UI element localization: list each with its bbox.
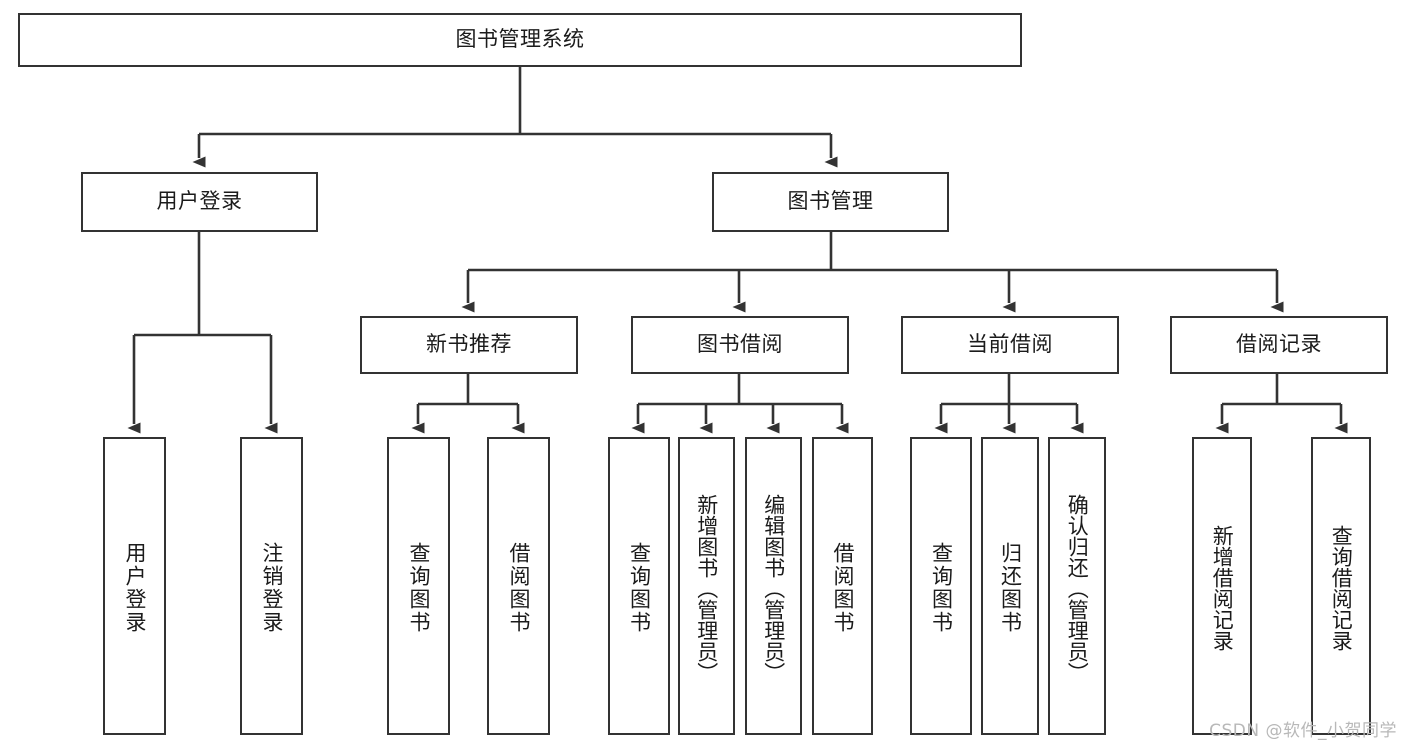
node-user-login-label: 用户登录 (156, 189, 243, 214)
node-root[interactable]: 图书管理系统 (18, 13, 1022, 67)
node-leaf-user-login[interactable]: 用户登录 (103, 437, 166, 735)
node-leaf-user-login-label: 用户登录 (123, 542, 147, 634)
node-leaf-query-book-bb-label: 查询图书 (627, 542, 652, 634)
node-borrow-record-label: 借阅记录 (1236, 332, 1322, 357)
node-borrow-record[interactable]: 借阅记录 (1170, 316, 1388, 374)
node-book-borrow[interactable]: 图书借阅 (631, 316, 849, 374)
node-book-borrow-label: 图书借阅 (697, 332, 783, 357)
node-leaf-add-book[interactable]: 新增图书（管理员） (678, 437, 735, 735)
node-leaf-confirm-return-label: 确认归还（管理员） (1065, 493, 1090, 683)
node-current-borrow-label: 当前借阅 (967, 332, 1053, 357)
node-leaf-confirm-return[interactable]: 确认归还（管理员） (1048, 437, 1106, 735)
node-leaf-borrow-book-nb[interactable]: 借阅图书 (487, 437, 550, 735)
node-leaf-query-record[interactable]: 查询借阅记录 (1311, 437, 1371, 735)
node-leaf-add-record-label: 新增借阅记录 (1210, 525, 1235, 651)
node-leaf-query-book-bb[interactable]: 查询图书 (608, 437, 670, 735)
node-leaf-borrow-book-bb-label: 借阅图书 (831, 542, 855, 634)
node-leaf-query-book-nb-label: 查询图书 (407, 542, 431, 634)
node-leaf-edit-book[interactable]: 编辑图书（管理员） (745, 437, 802, 735)
node-new-book-recommend[interactable]: 新书推荐 (360, 316, 578, 374)
node-root-label: 图书管理系统 (455, 27, 585, 52)
node-leaf-add-record[interactable]: 新增借阅记录 (1192, 437, 1252, 735)
node-leaf-query-book-cb[interactable]: 查询图书 (910, 437, 972, 735)
node-leaf-borrow-book-bb[interactable]: 借阅图书 (812, 437, 873, 735)
node-leaf-borrow-book-nb-label: 借阅图书 (507, 542, 531, 634)
watermark-text: CSDN @软件_小贺同学 (1209, 721, 1397, 741)
node-book-management[interactable]: 图书管理 (712, 172, 949, 232)
node-leaf-query-book-nb[interactable]: 查询图书 (387, 437, 450, 735)
node-leaf-return-book-label: 归还图书 (998, 542, 1023, 634)
node-leaf-edit-book-label: 编辑图书（管理员） (761, 493, 786, 683)
node-leaf-user-logout-label: 注销登录 (260, 542, 284, 634)
node-leaf-query-book-cb-label: 查询图书 (929, 542, 954, 634)
node-leaf-add-book-label: 新增图书（管理员） (694, 493, 719, 683)
node-leaf-user-logout[interactable]: 注销登录 (240, 437, 303, 735)
node-user-login[interactable]: 用户登录 (81, 172, 318, 232)
node-current-borrow[interactable]: 当前借阅 (901, 316, 1119, 374)
node-new-book-recommend-label: 新书推荐 (426, 332, 512, 357)
node-book-management-label: 图书管理 (787, 189, 874, 214)
node-leaf-return-book[interactable]: 归还图书 (981, 437, 1039, 735)
node-leaf-query-record-label: 查询借阅记录 (1329, 525, 1354, 651)
